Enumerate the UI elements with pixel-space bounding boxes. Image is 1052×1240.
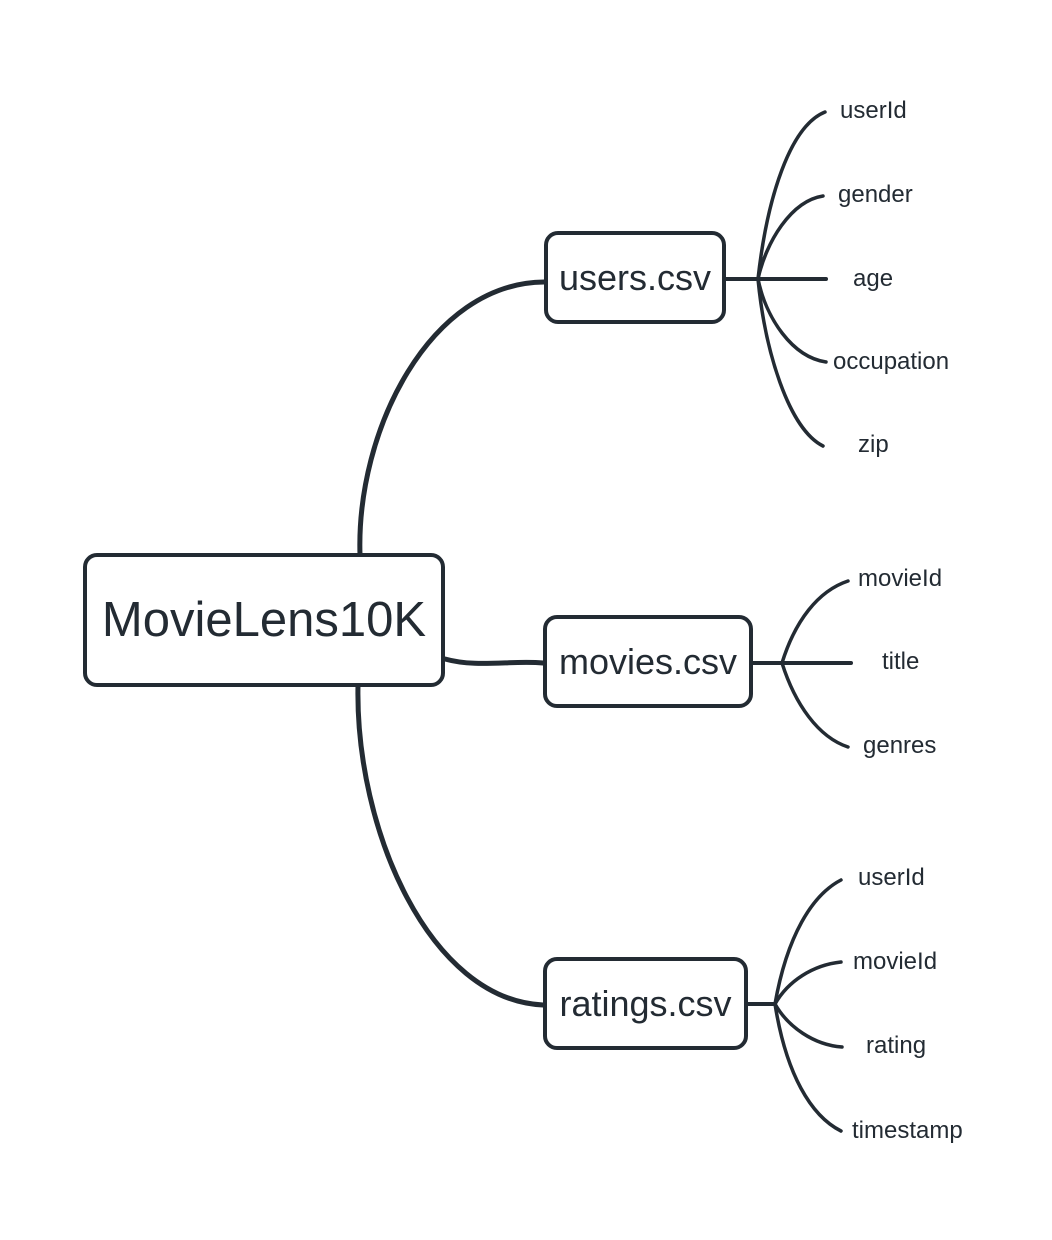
edge-ratings-timestamp — [773, 1002, 843, 1133]
edge-root-ratings — [355, 682, 546, 1008]
leaf-users-zip: zip — [858, 431, 889, 458]
leaf-users-gender: gender — [838, 181, 913, 208]
leaf-users-occupation: occupation — [833, 348, 950, 375]
leaf-ratings-movieid: movieId — [853, 948, 938, 975]
leaf-ratings-userid: userId — [858, 864, 925, 891]
node-movielens10k-label: MovieLens10K — [101, 592, 427, 647]
edge-ratings-rating — [773, 1002, 844, 1049]
leaf-ratings-timestamp: timestamp — [852, 1117, 963, 1144]
edge-ratings-movieid — [773, 960, 843, 1006]
edge-users-userid — [756, 110, 827, 281]
edge-users-zip — [756, 277, 825, 448]
leaf-movies-title: title — [882, 648, 920, 675]
node-movies-csv-label: movies.csv — [558, 640, 738, 682]
edge-ratings-userid — [773, 878, 843, 1006]
node-ratings-csv-label: ratings.csv — [559, 982, 732, 1024]
leaf-users-userid: userId — [840, 97, 907, 124]
edge-users-gender — [756, 194, 825, 281]
node-ratings-csv: ratings.csv — [543, 957, 748, 1050]
leaf-movies-genres: genres — [863, 732, 937, 759]
edge-root-movies — [442, 656, 546, 666]
leaf-users-age: age — [853, 265, 894, 292]
edge-movies-movieid — [780, 579, 850, 665]
node-movies-csv: movies.csv — [543, 615, 753, 708]
node-users-csv-label: users.csv — [558, 256, 712, 298]
leaf-ratings-rating: rating — [866, 1032, 927, 1059]
edge-root-users — [357, 279, 547, 558]
edge-users-occupation — [756, 277, 828, 364]
node-users-csv: users.csv — [544, 231, 726, 324]
node-movielens10k: MovieLens10K — [83, 553, 445, 687]
edge-movies-genres — [780, 661, 850, 749]
leaf-movies-movieid: movieId — [858, 565, 943, 592]
